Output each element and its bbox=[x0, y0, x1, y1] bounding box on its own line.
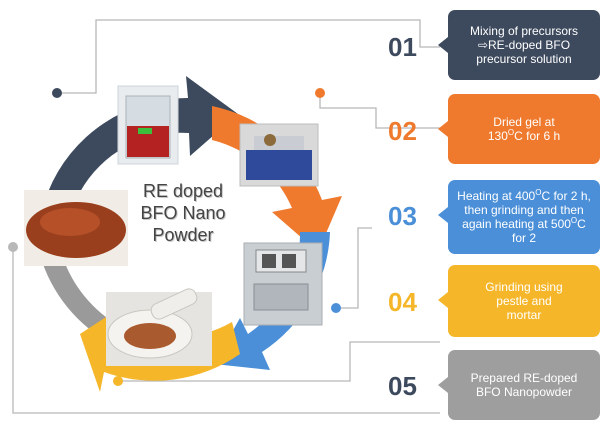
step-01-line3: precursor solution bbox=[476, 52, 572, 66]
connector-dot-01 bbox=[52, 88, 62, 98]
center-label-line2: BFO Nano bbox=[140, 203, 226, 223]
connector-dot-02 bbox=[315, 88, 325, 98]
step-02-line1: Dried gel at bbox=[493, 115, 555, 129]
powder-image bbox=[24, 190, 128, 266]
connector-01 bbox=[57, 19, 440, 94]
beaker-image bbox=[117, 85, 179, 165]
step-number-02: 02 bbox=[388, 116, 417, 146]
step-box-04: Grinding using pestle and mortar bbox=[438, 265, 600, 337]
connector-dot-05 bbox=[8, 242, 18, 252]
connector-03 bbox=[336, 227, 372, 309]
center-label: RE doped BFO Nano Powder bbox=[118, 180, 248, 246]
hotplate-image bbox=[239, 123, 319, 187]
step-03-degree2: O bbox=[570, 216, 578, 225]
step-03-line2: then grinding and then bbox=[464, 203, 584, 217]
step-04-line3: mortar bbox=[506, 308, 542, 322]
step-04-line1: Grinding using bbox=[485, 280, 563, 294]
center-label-line3: Powder bbox=[152, 225, 214, 245]
step-02-degree: O bbox=[507, 128, 515, 137]
step-number-04: 04 bbox=[388, 287, 417, 317]
step-03-heat: Heating at 400 bbox=[457, 189, 536, 203]
mortar-pestle-image bbox=[106, 288, 212, 366]
step-number-01: 01 bbox=[388, 32, 417, 62]
connector-dot-03 bbox=[331, 303, 341, 313]
step-05-line2: BFO Nanopowder bbox=[475, 385, 573, 399]
step-04-line2: pestle and bbox=[496, 294, 552, 308]
connector-dot-04 bbox=[113, 376, 123, 386]
step-notch-05 bbox=[438, 377, 448, 393]
step-notch-03 bbox=[438, 207, 448, 223]
step-03-unit: C bbox=[577, 217, 586, 231]
center-label-line1: RE doped bbox=[142, 181, 224, 201]
step-03-time: C for 2 h, bbox=[541, 189, 591, 203]
step-03-reheat: again heating at 500 bbox=[462, 217, 571, 231]
furnace-image bbox=[243, 242, 323, 326]
step-box-03: Heating at 400OC for 2 h, then grinding … bbox=[438, 180, 600, 254]
step-notch-01 bbox=[438, 37, 448, 53]
step-01-line2: ⇨RE-doped BFO bbox=[477, 38, 571, 52]
step-03-line4: for 2 bbox=[511, 231, 536, 245]
step-box-02: Dried gel at 130OC for 6 h bbox=[438, 94, 600, 164]
connector-lines bbox=[12, 19, 440, 414]
step-02-rest: C for 6 h bbox=[514, 129, 561, 143]
step-notch-04 bbox=[438, 292, 448, 308]
connector-04 bbox=[118, 341, 440, 382]
step-box-05: Prepared RE-doped BFO Nanopowder bbox=[438, 350, 600, 420]
step-02-line2: 130OC for 6 h bbox=[487, 128, 561, 144]
step-01-line1: Mixing of precursors bbox=[469, 24, 579, 38]
step-03-degree: O bbox=[535, 188, 542, 197]
step-number-03: 03 bbox=[388, 201, 417, 231]
step-03-line1: Heating at 400OC for 2 h, bbox=[457, 188, 591, 204]
step-02-temp: 130 bbox=[487, 129, 508, 143]
step-notch-02 bbox=[438, 121, 448, 137]
step-number-05: 05 bbox=[388, 371, 417, 401]
step-box-01: Mixing of precursors ⇨RE-doped BFO precu… bbox=[438, 10, 600, 80]
step-03-line3: again heating at 500OC bbox=[457, 216, 591, 232]
connector-02 bbox=[319, 93, 440, 129]
step-05-line1: Prepared RE-doped bbox=[470, 371, 578, 385]
connector-05 bbox=[12, 247, 440, 414]
